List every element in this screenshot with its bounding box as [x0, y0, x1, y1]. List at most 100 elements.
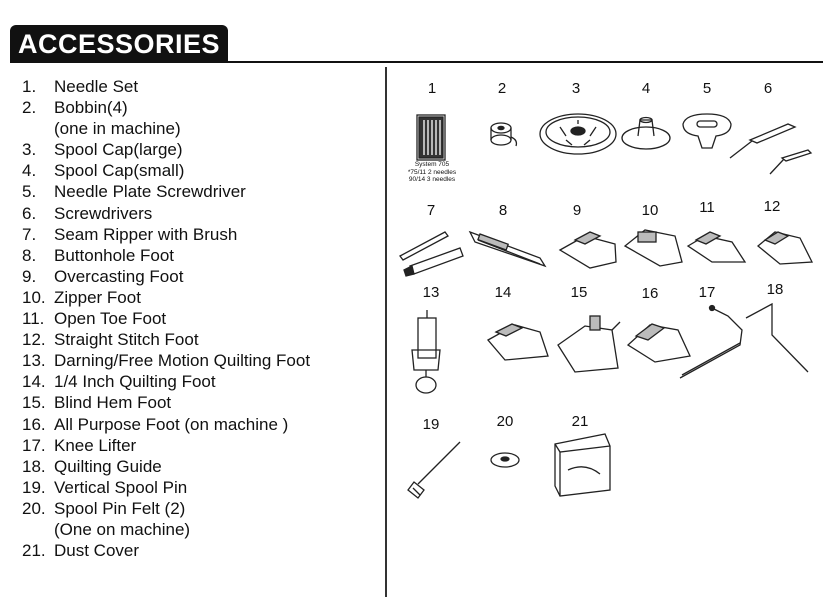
item-label: Overcasting Foot	[54, 266, 184, 286]
list-item: 18. Quilting Guide	[22, 456, 310, 477]
item-number: 11.	[22, 309, 45, 329]
item-number: 3.	[22, 140, 37, 160]
list-item: 14. 1/4 Inch Quilting Foot	[22, 371, 310, 392]
figure-number: 3	[571, 80, 581, 97]
title-rule	[10, 61, 823, 63]
list-item: 2.Bobbin(4)(one in machine)	[22, 97, 310, 139]
spool-cap-large-icon	[539, 113, 617, 155]
figure-number: 15	[570, 284, 588, 301]
list-item: 3. Spool Cap(large)	[22, 139, 310, 160]
item-number: 9.	[22, 266, 37, 286]
figure-number: 8	[498, 202, 508, 219]
item-number: 4.	[22, 161, 37, 181]
item-number: 13.	[22, 351, 46, 371]
figure-number: 21	[571, 413, 589, 430]
quarter-inch-foot-icon	[486, 323, 549, 361]
item-note: (One on machine)	[54, 519, 191, 539]
zipper-foot-icon	[623, 229, 683, 267]
item-number: 5.	[22, 182, 37, 202]
figure-number: 10	[641, 202, 659, 219]
item-label: Screwdrivers	[54, 203, 153, 223]
list-item: 5. Needle Plate Screwdriver	[22, 181, 310, 202]
list-item: 17.Knee Lifter	[22, 435, 310, 456]
list-item: 12. Straight Stitch Foot	[22, 329, 310, 350]
item-number: 18.	[22, 456, 46, 476]
item-label: Dust Cover	[54, 541, 140, 561]
item-number: 12.	[22, 330, 46, 350]
spool-pin-felt-icon	[490, 452, 520, 468]
figure-number: 2	[497, 80, 507, 97]
needle-set-icon	[416, 114, 446, 161]
screwdrivers-icon	[729, 123, 813, 175]
blind-hem-foot-icon	[557, 315, 621, 373]
item-number: 8.	[22, 245, 37, 265]
item-label: Buttonhole Foot	[54, 245, 175, 265]
needle-pack-line: *75/11 2 needles	[407, 168, 457, 176]
list-item: 20.Spool Pin Felt (2)(One on machine)	[22, 498, 310, 540]
list-item: 21.Dust Cover	[22, 540, 310, 561]
item-label: Needle Plate Screwdriver	[54, 182, 246, 202]
item-number: 7.	[22, 224, 37, 244]
item-label: Blind Hem Foot	[54, 393, 172, 413]
spool-cap-small-icon	[621, 116, 671, 150]
list-item: 9. Overcasting Foot	[22, 266, 310, 287]
list-item: 8. Buttonhole Foot	[22, 245, 310, 266]
list-item: 4. Spool Cap(small)	[22, 160, 310, 181]
figure-number: 12	[763, 198, 781, 215]
list-item: 16.All Purpose Foot (on machine )	[22, 414, 310, 435]
item-label: Seam Ripper with Brush	[54, 224, 238, 244]
vertical-spool-pin-icon	[407, 441, 461, 499]
item-label: Open Toe Foot	[54, 309, 167, 329]
item-label: 1/4 Inch Quilting Foot	[54, 372, 216, 392]
list-item: 1. Needle Set	[22, 76, 310, 97]
needle-pack-caption: System 705 *75/11 2 needles 90/14 3 need…	[397, 161, 467, 184]
bobbin-icon	[490, 122, 518, 147]
item-label: Darning/Free Motion Quilting Foot	[54, 351, 311, 371]
item-label: Spool Cap(large)	[54, 140, 183, 160]
list-item: 13. Darning/Free Motion Quilting Foot	[22, 350, 310, 371]
figure-number: 1	[427, 80, 437, 97]
item-number: 10.	[22, 287, 46, 307]
figure-number: 11	[699, 199, 715, 216]
straight-stitch-foot-icon	[756, 231, 814, 265]
list-item: 15. Blind Hem Foot	[22, 392, 310, 413]
item-number: 14.	[22, 372, 46, 392]
item-number: 15.	[22, 393, 46, 413]
figure-number: 14	[494, 284, 512, 301]
figure-number: 4	[641, 80, 651, 97]
needle-pack-line: 90/14 3 needles	[408, 176, 456, 183]
figure-number: 18	[766, 281, 784, 298]
figure-number: 5	[702, 80, 712, 97]
item-label: Straight Stitch Foot	[54, 330, 199, 350]
overcasting-foot-icon	[558, 231, 617, 269]
seam-ripper-icon	[399, 231, 464, 277]
item-number: 17.	[22, 435, 46, 455]
buttonhole-foot-icon	[468, 230, 547, 268]
item-label: All Purpose Foot (on machine )	[54, 414, 289, 434]
item-number: 1.	[22, 77, 37, 96]
item-label: Zipper Foot	[54, 287, 141, 307]
needle-plate-screwdriver-icon	[682, 113, 732, 149]
figure-number: 19	[422, 416, 440, 433]
needle-pack-system: System 705	[414, 161, 450, 168]
all-purpose-foot-icon	[626, 323, 691, 363]
section-title: ACCESSORIES	[18, 29, 221, 59]
item-label: Spool Pin Felt (2)	[54, 498, 186, 518]
list-item: 7. Seam Ripper with Brush	[22, 224, 310, 245]
item-label: Quilting Guide	[54, 456, 162, 476]
item-number: 19.	[22, 477, 46, 497]
open-toe-foot-icon	[686, 231, 747, 263]
item-label: Spool Cap(small)	[54, 161, 185, 181]
knee-lifter-icon	[679, 304, 743, 379]
figure-number: 13	[422, 284, 440, 301]
darning-foot-icon	[411, 310, 441, 394]
list-item: 11. Open Toe Foot	[22, 308, 310, 329]
item-number: 2.	[22, 98, 37, 118]
section-title-box: ACCESSORIES	[10, 25, 229, 62]
dust-cover-icon	[554, 433, 611, 497]
list-item: 10. Zipper Foot	[22, 287, 310, 308]
item-label: Needle Set	[54, 77, 139, 96]
figure-number: 6	[763, 80, 773, 97]
item-note: (one in machine)	[54, 119, 181, 139]
